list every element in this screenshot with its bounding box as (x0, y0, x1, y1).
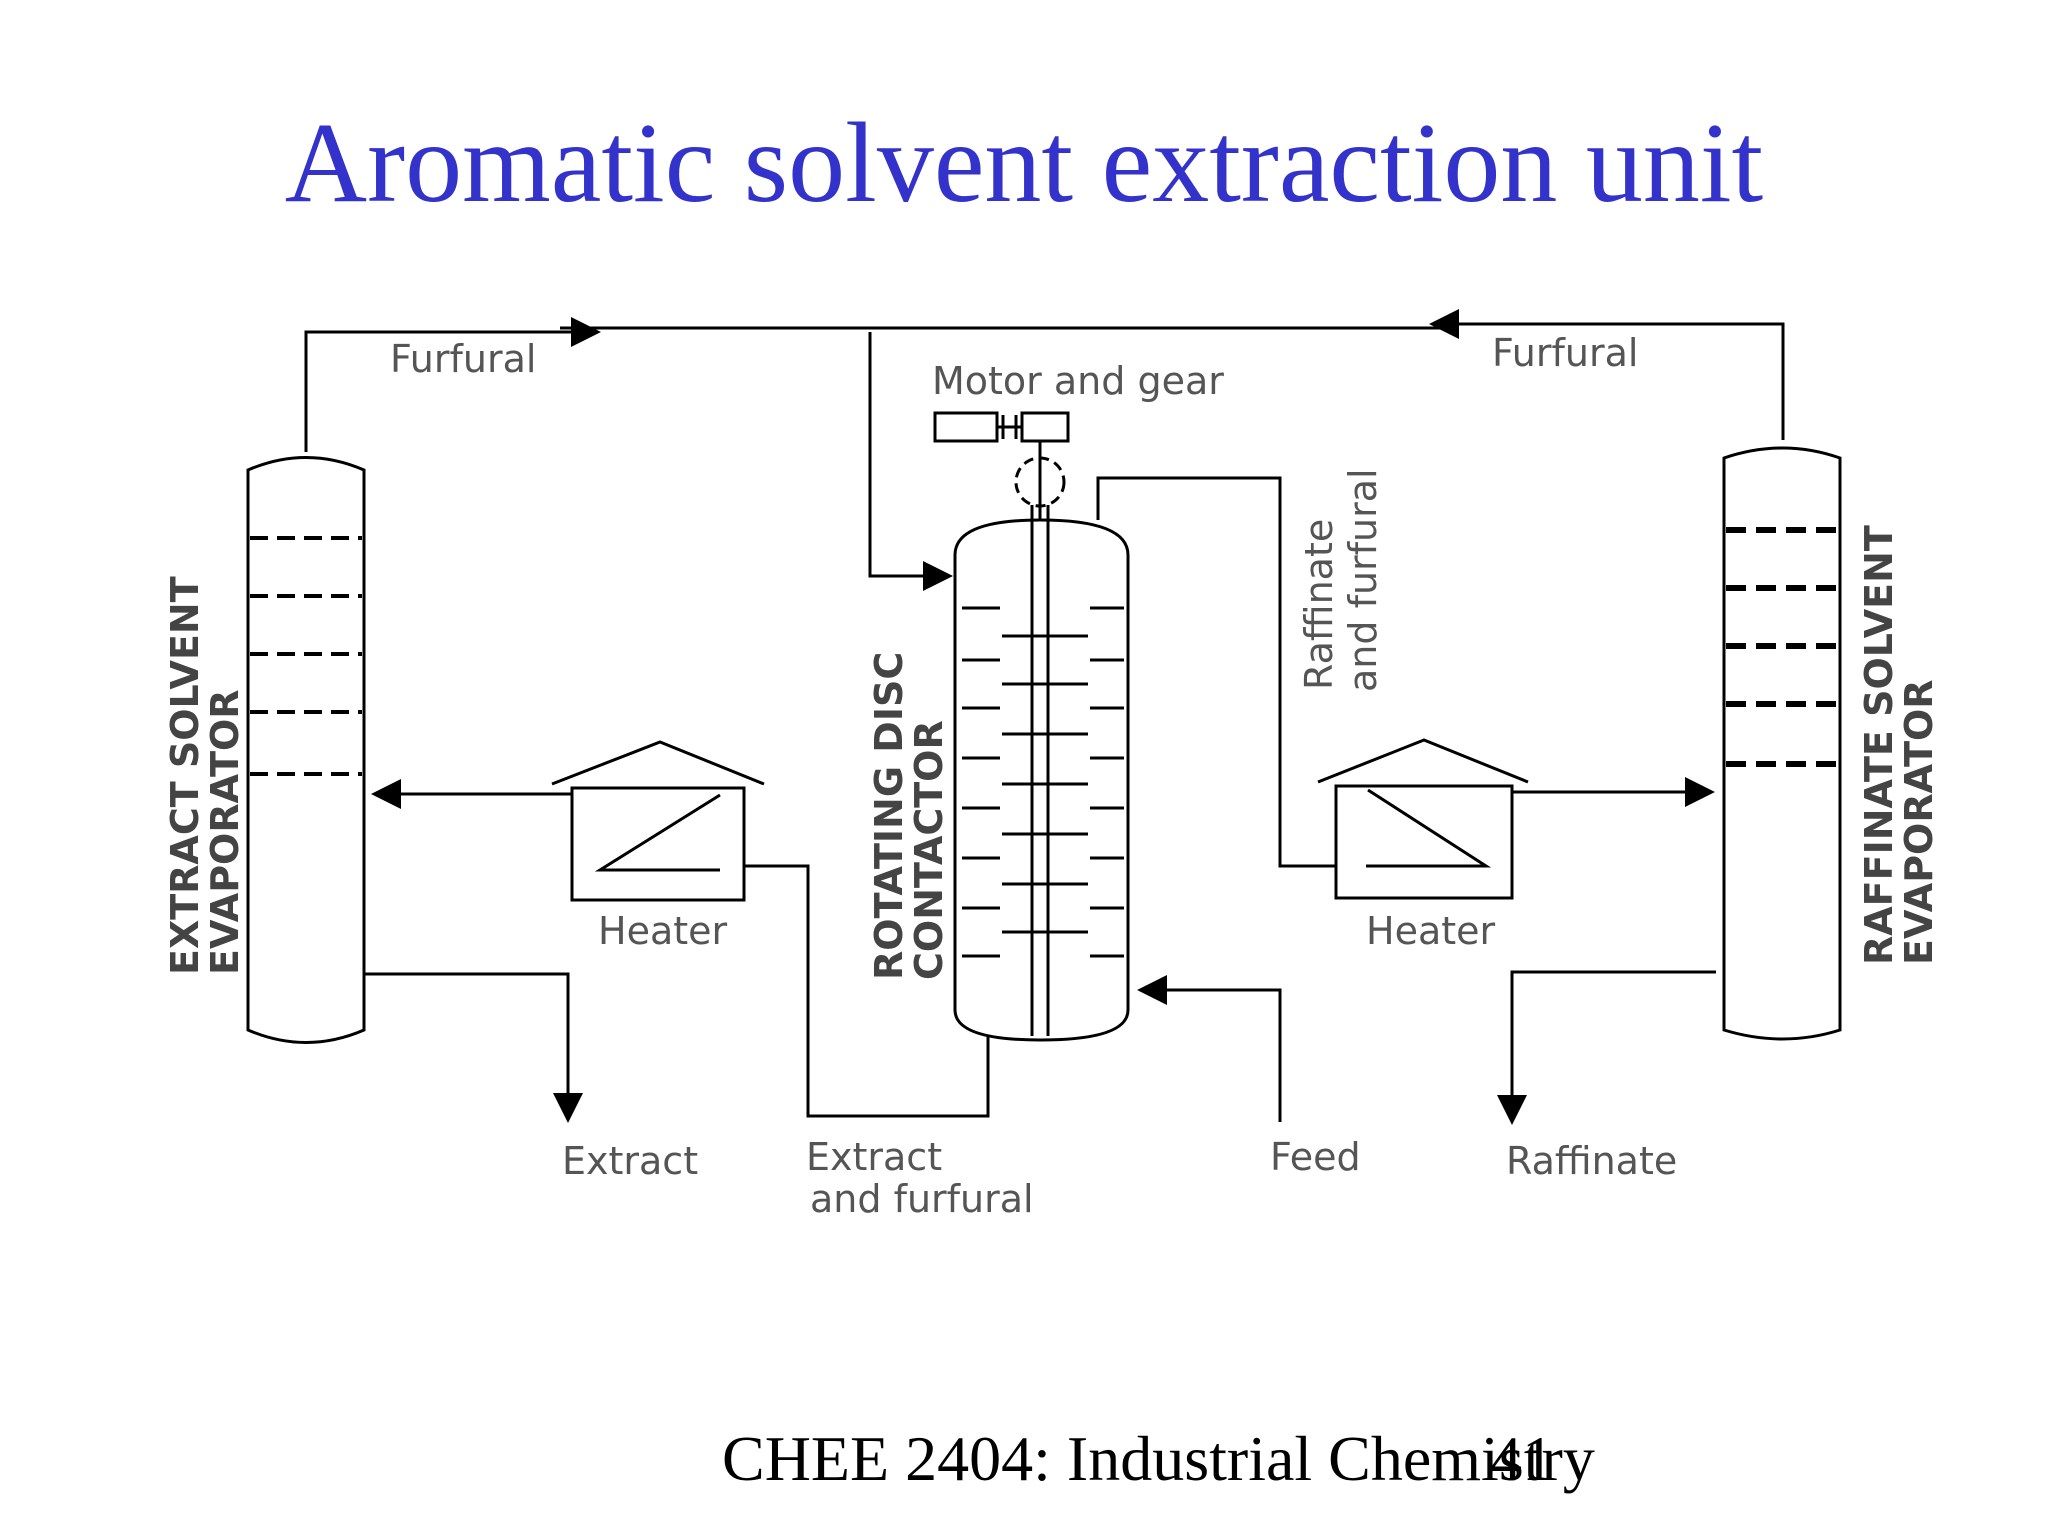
contactor-label-line1: ROTATING DISC (867, 652, 911, 980)
furfural-recycle-line (304, 309, 1785, 591)
slide-title: Aromatic solvent extraction unit (284, 99, 1764, 226)
extract-evaporator-label-line1: EXTRACT SOLVENT (163, 576, 207, 975)
label-raffinate: Raffinate (1506, 1139, 1677, 1183)
footer-course: CHEE 2404: Industrial Chemistry (722, 1423, 1595, 1494)
contactor-discs (962, 606, 1124, 958)
label-extract: Extract (562, 1139, 698, 1183)
extract-evaporator-label-line2: EVAPORATOR (203, 689, 247, 975)
motor-and-gear (933, 411, 1070, 520)
rotating-disc-contactor (953, 505, 1130, 1042)
label-extract-and-furfural-1: Extract (806, 1135, 942, 1179)
label-motor-and-gear: Motor and gear (932, 359, 1224, 403)
extract-solvent-evaporator (246, 456, 366, 1044)
raffinate-evaporator-label-line2: EVAPORATOR (1897, 679, 1941, 965)
label-furfural-right: Furfural (1492, 331, 1638, 375)
label-raffinate-and-furfural-2: and furfural (1341, 468, 1385, 692)
label-heater-left: Heater (598, 909, 728, 953)
heater-right (1317, 738, 1529, 900)
footer-page-number: 41 (1490, 1423, 1554, 1494)
label-feed: Feed (1270, 1135, 1361, 1179)
label-raffinate-and-furfural-1: Raffinate (1297, 519, 1341, 690)
label-extract-and-furfural-2: and furfural (810, 1177, 1034, 1221)
raffinate-solvent-evaporator (1722, 446, 1842, 1041)
heater-left (551, 740, 765, 902)
raffinate-evaporator-label-line1: RAFFINATE SOLVENT (1857, 525, 1901, 965)
label-furfural-left: Furfural (390, 337, 536, 381)
streams (364, 476, 1716, 1125)
contactor-label-line2: CONTACTOR (907, 720, 951, 980)
label-heater-right: Heater (1366, 909, 1496, 953)
